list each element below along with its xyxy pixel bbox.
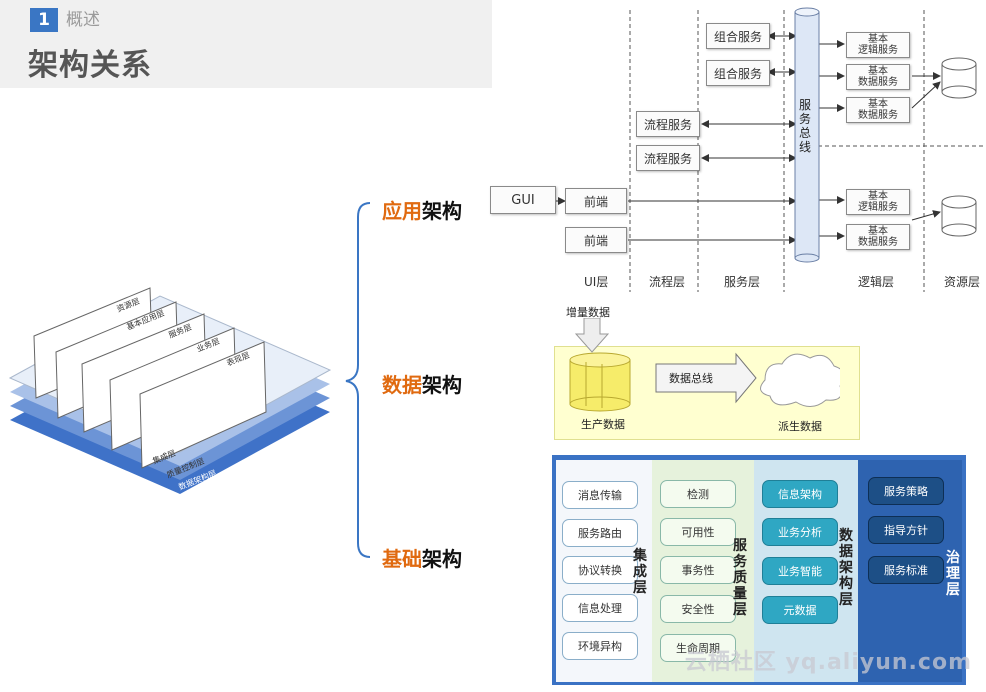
upright-sheets [33, 287, 267, 469]
stack-label-base-3: 治理层 [187, 486, 213, 504]
data-bus-label: 数据总线 [669, 372, 713, 385]
service-bus-label: 服务总线 [798, 98, 811, 154]
section-label: 概述 [66, 10, 100, 30]
basic-data-service-box-2: 基本 数据服务 [846, 97, 910, 123]
quality-item-0: 检测 [660, 480, 736, 508]
layer-label-logic: 逻辑层 [858, 275, 895, 289]
arch-label-infrastructure: 基础架构 [382, 547, 462, 571]
combo-service-box-2: 组合服务 [706, 60, 770, 86]
production-data-label: 生产数据 [581, 418, 625, 431]
integration-item-3: 信息处理 [562, 594, 638, 622]
layer-label-ui: UI层 [584, 275, 609, 289]
resource-cylinder-2 [941, 195, 977, 237]
governance-title: 治理层 [946, 550, 960, 598]
integration-item-4: 环境异构 [562, 632, 638, 660]
integration-item-0: 消息传输 [562, 481, 638, 509]
governance-item-0: 服务策略 [868, 477, 944, 505]
layer-label-process: 流程层 [649, 275, 686, 289]
layer-stack-illustration: 资源层 基本应用层 服务层 业务层 表现层 集成层 质量控制层 数据架构层 治理… [8, 287, 332, 504]
data-item-0: 信息架构 [762, 480, 838, 508]
production-data-cylinders [569, 352, 631, 412]
data-item-1: 业务分析 [762, 518, 838, 546]
data-item-3: 元数据 [762, 596, 838, 624]
quality-title: 服务质量层 [733, 538, 747, 618]
integration-title: 集成层 [633, 548, 647, 596]
derived-data-cloud [760, 353, 840, 407]
integration-item-2: 协议转换 [562, 556, 638, 584]
basic-logic-service-box-1: 基本 逻辑服务 [846, 32, 910, 58]
data-item-2: 业务智能 [762, 557, 838, 585]
process-service-box-2: 流程服务 [636, 145, 700, 171]
header-band [0, 0, 492, 88]
process-service-box-1: 流程服务 [636, 111, 700, 137]
quality-item-1: 可用性 [660, 518, 736, 546]
page-title: 架构关系 [28, 48, 152, 83]
arch-label-application: 应用架构 [382, 199, 462, 223]
quality-item-2: 事务性 [660, 556, 736, 584]
basic-logic-service-box-2: 基本 逻辑服务 [846, 189, 910, 215]
watermark: 云栖社区 yq.aliyun.com [684, 650, 972, 675]
front-box-1: 前端 [565, 188, 627, 214]
governance-item-2: 服务标准 [868, 556, 944, 584]
layer-label-resource: 资源层 [944, 275, 981, 289]
data-arch-shapes [569, 318, 840, 412]
combo-service-box-1: 组合服务 [706, 23, 770, 49]
brace-connector [345, 202, 371, 558]
integration-item-1: 服务路由 [562, 519, 638, 547]
gui-box: GUI [490, 186, 556, 214]
sheet-presentation [139, 341, 267, 469]
data-bus-arrow [655, 352, 757, 404]
section-number-badge: 1 [30, 8, 58, 32]
front-box-2: 前端 [565, 227, 627, 253]
resource-cylinder-1 [941, 57, 977, 99]
basic-data-service-box-3: 基本 数据服务 [846, 224, 910, 250]
app-arch-lines [556, 7, 986, 292]
quality-item-4: 生命周期 [660, 634, 736, 662]
governance-item-1: 指导方针 [868, 516, 944, 544]
derived-data-label: 派生数据 [778, 420, 822, 433]
incremental-arrow [574, 318, 610, 353]
arch-label-data: 数据架构 [382, 373, 462, 397]
service-bus-cylinder [794, 7, 820, 263]
basic-data-service-box-1: 基本 数据服务 [846, 64, 910, 90]
layer-label-service: 服务层 [724, 275, 761, 289]
incremental-data-label: 增量数据 [566, 306, 610, 319]
quality-item-3: 安全性 [660, 595, 736, 623]
data-arch-title: 数据架构层 [839, 528, 853, 608]
